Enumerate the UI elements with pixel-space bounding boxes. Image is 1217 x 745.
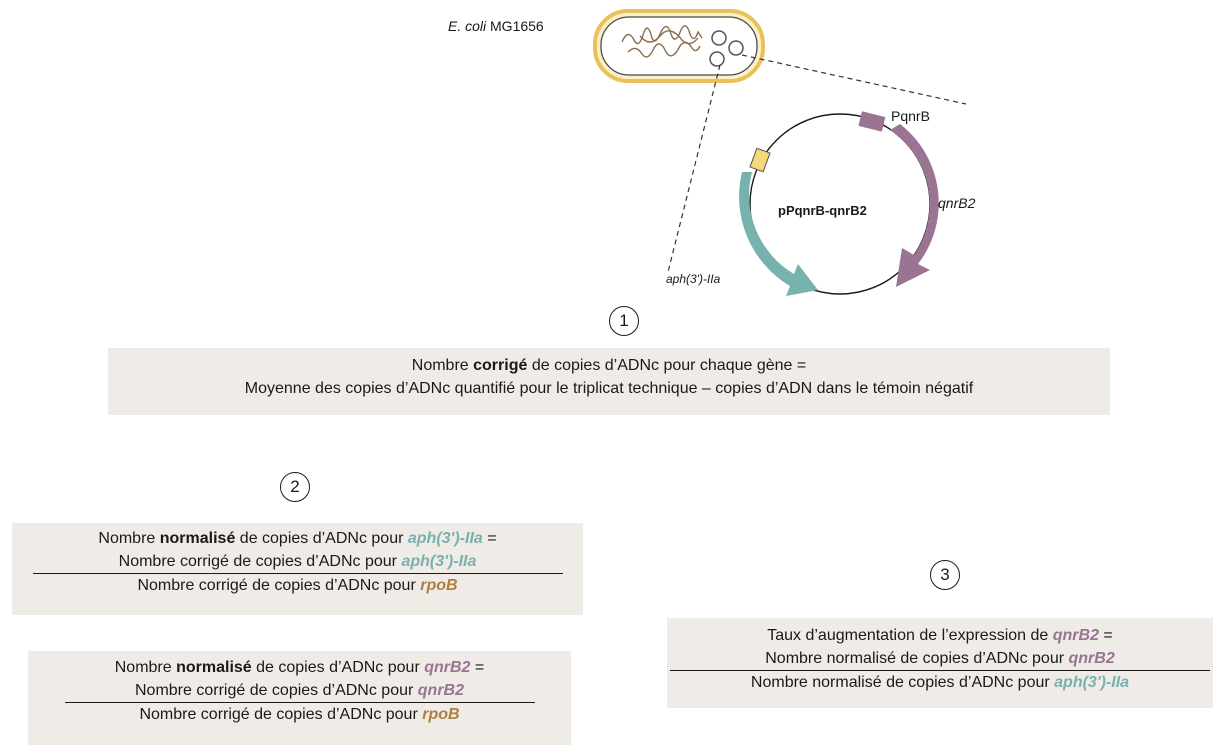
- plasmid-diagram: [593, 9, 967, 296]
- chromosome-icon: [621, 25, 703, 58]
- strain-label: E. coli MG1656: [448, 18, 544, 34]
- corrected-copies-box: Nombre corrigé de copies d’ADNc pour cha…: [108, 348, 1110, 415]
- promoter-label: PqnrB: [891, 108, 930, 124]
- step-3-marker: 3: [930, 560, 960, 590]
- promoter-box: [858, 111, 886, 132]
- box1-line2: Moyenne des copies d’ADNc quantifié pour…: [244, 380, 974, 397]
- box2a-title: Nombre normalisé de copies d’ADNc pour a…: [98, 530, 497, 547]
- normalized-qnrb2-box: Nombre normalisé de copies d’ADNc pour q…: [28, 651, 571, 745]
- box3-title: Taux d’augmentation de l’expression de q…: [767, 627, 1113, 644]
- strain-id: MG1656: [486, 18, 544, 34]
- fraction-bar: [64, 702, 535, 703]
- step-1-marker: 1: [609, 306, 639, 336]
- plasmid-name: pPqnrB-qnrB2: [778, 203, 867, 218]
- box2a-denominator: Nombre corrigé de copies d’ADNc pour rpo…: [137, 577, 458, 594]
- zoom-line: [741, 54, 967, 105]
- box2b-numerator: Nombre corrigé de copies d’ADNc pour qnr…: [134, 682, 465, 699]
- zoom-line: [667, 64, 721, 273]
- fraction-bar: [32, 573, 563, 574]
- qnrb2-arrow: [890, 124, 939, 287]
- strain-species: E. coli: [448, 18, 487, 34]
- aph-label: aph(3')-IIa: [666, 272, 721, 286]
- box2b-title: Nombre normalisé de copies d’ADNc pour q…: [114, 659, 485, 676]
- plasmid-icon: [709, 51, 725, 67]
- plasmid-icon: [728, 40, 744, 56]
- box2b-denominator: Nombre corrigé de copies d’ADNc pour rpo…: [139, 706, 460, 723]
- plasmid-icon: [711, 30, 727, 46]
- box3-denominator: Nombre normalisé de copies d’ADNc pour a…: [750, 674, 1130, 691]
- box3-numerator: Nombre normalisé de copies d’ADNc pour q…: [765, 650, 1115, 667]
- step-2-marker: 2: [280, 472, 310, 502]
- fraction-bar: [670, 670, 1210, 671]
- qnrb2-label: qnrB2: [938, 195, 976, 211]
- normalized-aph-box: Nombre normalisé de copies d’ADNc pour a…: [12, 523, 583, 615]
- box2a-numerator: Nombre corrigé de copies d’ADNc pour aph…: [118, 553, 477, 570]
- aph-arrow: [739, 172, 818, 296]
- box1-line1: Nombre corrigé de copies d’ADNc pour cha…: [411, 357, 807, 374]
- expression-increase-box: Taux d’augmentation de l’expression de q…: [667, 618, 1213, 708]
- origin-box: [749, 147, 771, 173]
